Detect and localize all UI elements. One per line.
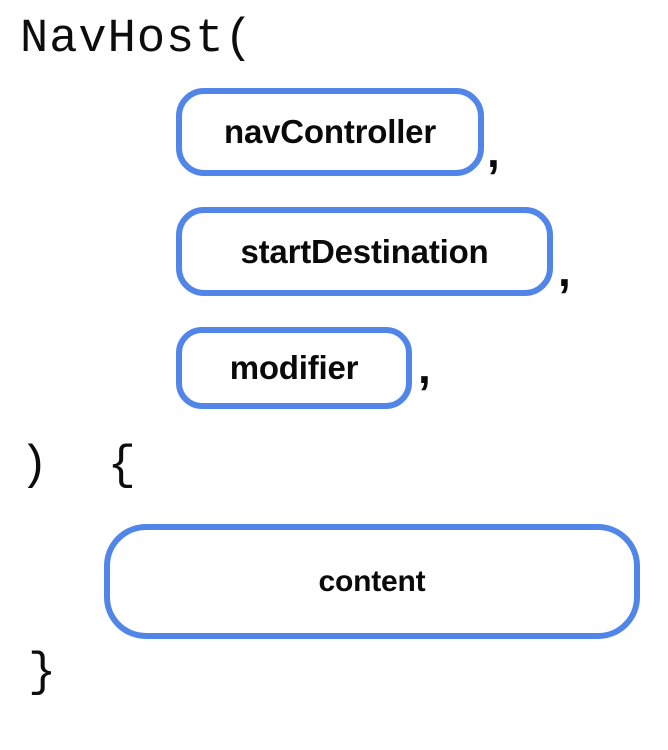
param-label-nav-controller: navController [224,113,436,150]
param-separator-nav-controller: , [487,125,500,177]
code-close-paren-open-brace: ) { [20,440,137,493]
param-separator-modifier: , [418,341,431,393]
param-separator-start-destination: , [558,244,571,296]
param-label-start-destination: startDestination [240,232,489,270]
param-label-modifier: modifier [229,349,359,386]
param-pill-start-destination[interactable]: startDestination [176,207,553,296]
param-pill-modifier[interactable]: modifier [176,327,412,409]
body-pill-content[interactable]: content [104,524,640,639]
body-label-content: content [318,564,426,598]
code-open-line: NavHost( [20,13,254,66]
param-pill-nav-controller[interactable]: navController [176,88,484,176]
code-close-brace: } [28,647,58,700]
